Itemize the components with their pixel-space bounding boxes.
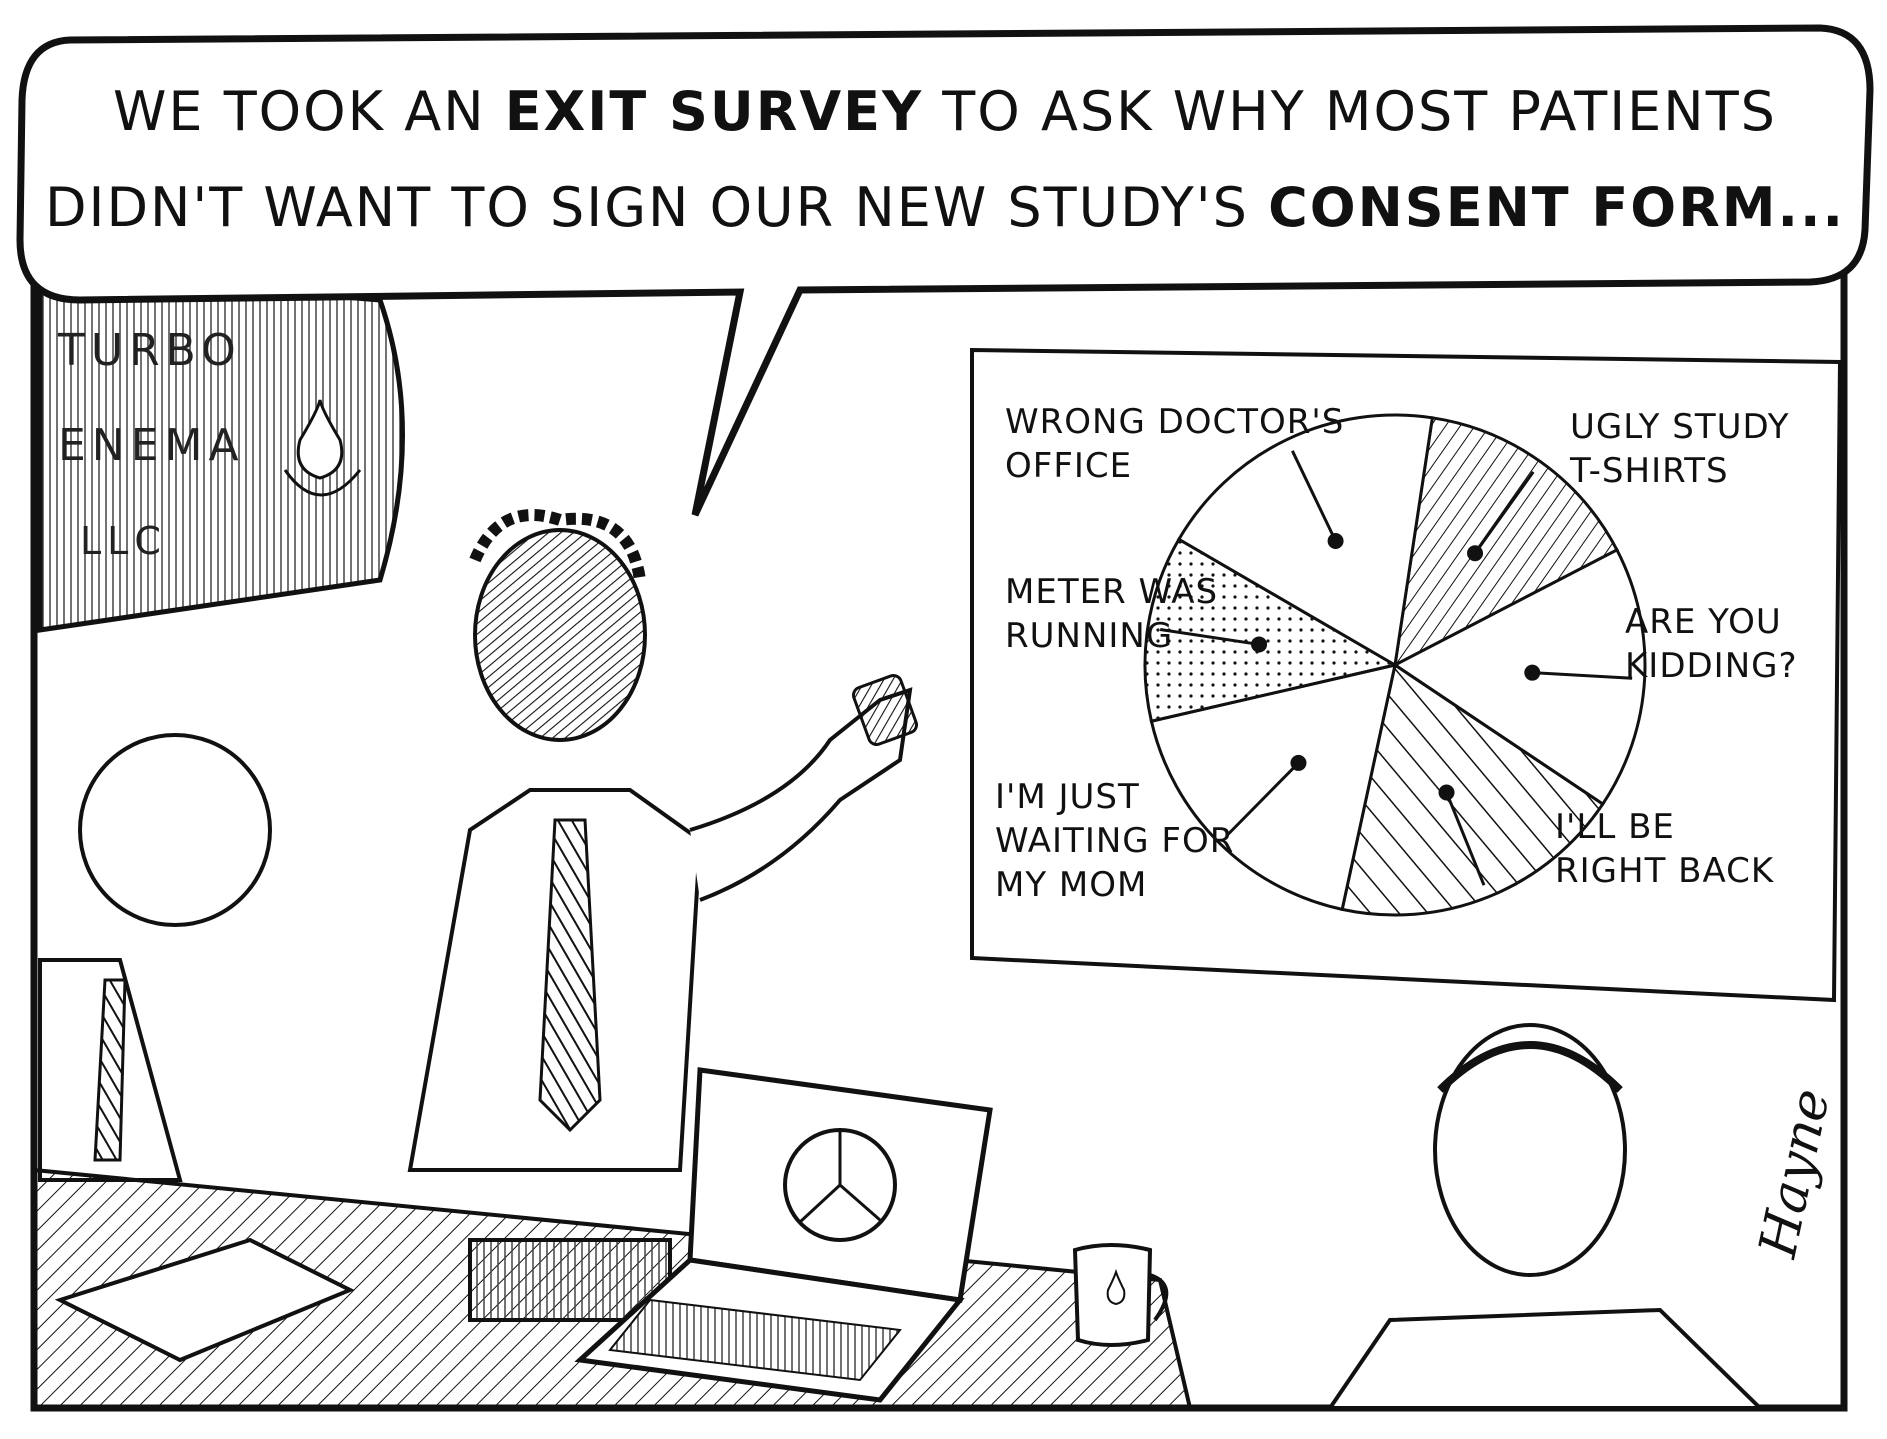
pie-slice (1393, 416, 1619, 668)
pie-label-line: METER WAS (1005, 572, 1219, 612)
conference-table (32, 1167, 1193, 1410)
pie-label-line: WRONG DOCTOR'S (1005, 402, 1345, 442)
pie-label-line: RIGHT BACK (1555, 851, 1775, 891)
sign-line-enema: ENEMA (58, 420, 245, 471)
pie-label-line: I'LL BE (1555, 807, 1675, 847)
pie-leader-line (1159, 628, 1260, 646)
pie-label-line: I'M JUST (995, 777, 1140, 817)
laptop (574, 1067, 993, 1403)
seated-man-right (1326, 1023, 1765, 1410)
presenter-figure (407, 509, 918, 1172)
drop-icon (1106, 1268, 1126, 1306)
pie-label-line: T-SHIRTS (1570, 451, 1729, 491)
coffee-mug (1072, 1243, 1169, 1347)
pie-leader-line (1291, 450, 1337, 542)
speech-caption: WE TOOK AN EXIT SURVEY TO ASK WHY MOST P… (45, 60, 1843, 260)
caption-line-1: WE TOOK AN EXIT SURVEY TO ASK WHY MOST P… (113, 80, 1777, 143)
pie-slice (1143, 537, 1400, 724)
pie-slice (1392, 547, 1647, 807)
caption-line-2: DIDN'T WANT TO SIGN OUR NEW STUDY'S CONS… (44, 176, 1846, 239)
chart-board (970, 347, 1843, 1003)
pie-label-line: OFFICE (1005, 446, 1133, 486)
drop-icon (296, 399, 344, 480)
pie-slice (1176, 413, 1435, 668)
pie-label-line: RUNNING (1005, 616, 1174, 656)
pie-leader-line (1473, 471, 1535, 555)
pie-leader-line (1227, 761, 1300, 836)
pie-leader-line (1445, 791, 1486, 886)
pie-label-line: UGLY STUDY (1570, 407, 1790, 447)
pie-label-line: KIDDING? (1625, 646, 1798, 686)
pie-chart (1143, 413, 1647, 917)
pie-leader-line (1532, 671, 1633, 680)
speech-balloon (16, 24, 1874, 517)
sign-line-turbo: TURBO (58, 325, 242, 376)
sign-line-llc: LLC (80, 519, 167, 563)
folder (54, 1237, 355, 1363)
seated-man-left (38, 733, 272, 1182)
pie-slice (1340, 662, 1605, 917)
pie-label-line: WAITING FOR (995, 821, 1235, 861)
pie-label-line: MY MOM (995, 865, 1148, 905)
pie-label-line: ARE YOU (1625, 602, 1782, 642)
wall-sign (37, 269, 405, 633)
